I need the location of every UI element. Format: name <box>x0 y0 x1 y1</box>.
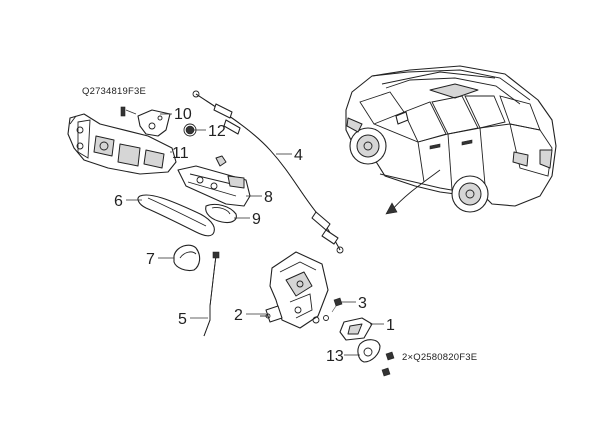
part-7-cover-cap <box>173 244 201 272</box>
callout-2: 2 <box>234 307 243 324</box>
part-3-screw <box>312 297 343 324</box>
part-code-top: Q2734819F3E <box>82 86 146 97</box>
part-2-lock-actuator <box>260 251 329 329</box>
callout-12: 12 <box>208 123 226 140</box>
part-8-handle-carrier <box>177 165 251 207</box>
part-9-gasket <box>205 203 237 224</box>
part-1-striker <box>339 317 373 341</box>
part-13-striker-plate <box>357 339 381 363</box>
callout-11: 11 <box>172 145 189 162</box>
part-4-cable <box>192 90 344 254</box>
part-11-handle-frame <box>67 113 177 175</box>
suv-vehicle-illustration <box>345 65 557 215</box>
part-code-bottom: 2×Q2580820F3E <box>402 352 477 363</box>
leader-lines <box>126 113 384 356</box>
callout-6: 6 <box>114 193 123 210</box>
small-clip <box>215 155 227 167</box>
part-10-small-bracket <box>137 109 171 137</box>
callout-1: 1 <box>386 317 395 334</box>
callout-7: 7 <box>146 251 155 268</box>
screw-q2734819f3e <box>120 106 137 117</box>
bolt-q2580820f3e <box>381 351 395 377</box>
part-6-outside-handle <box>137 194 215 237</box>
callout-10: 10 <box>174 106 192 123</box>
callout-13: 13 <box>326 348 344 365</box>
callout-3: 3 <box>358 295 367 312</box>
callout-4: 4 <box>294 147 303 164</box>
callout-8: 8 <box>264 189 273 206</box>
callout-9: 9 <box>252 211 261 228</box>
callout-5: 5 <box>178 311 187 328</box>
part-5-rod <box>203 251 220 337</box>
